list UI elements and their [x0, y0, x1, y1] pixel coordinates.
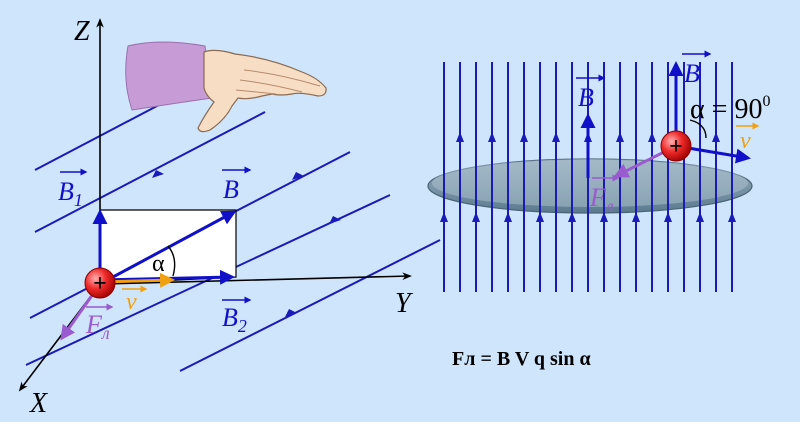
- b-label: B: [223, 175, 239, 204]
- y-axis: [99, 272, 412, 285]
- arrowhead: [472, 212, 480, 222]
- axis-label-x: X: [29, 388, 48, 419]
- field-line-arrowheads-left: [148, 100, 341, 317]
- b-top-label: B: [684, 59, 700, 88]
- arrowhead: [696, 212, 704, 222]
- axis-label-y: Y: [395, 288, 414, 319]
- arrowhead: [600, 212, 608, 222]
- alpha-label: α: [152, 251, 165, 277]
- arrowhead: [520, 132, 528, 142]
- right-angle-arc: [689, 119, 707, 139]
- arrowhead: [329, 216, 341, 224]
- arrowhead: [456, 132, 464, 142]
- charge-particle: [84, 267, 116, 299]
- right-diagram: + B B α = 900 v Fл: [427, 50, 770, 292]
- arrowhead: [728, 212, 736, 222]
- arrowhead: [616, 132, 624, 142]
- b-vector: [99, 210, 237, 286]
- arrowhead: [152, 170, 164, 178]
- b-mid-label: B: [578, 83, 594, 112]
- arrowhead: [552, 132, 560, 142]
- v-label: v: [126, 289, 137, 315]
- arrowhead: [488, 132, 496, 142]
- arrowhead: [536, 212, 544, 222]
- arrowhead: [504, 212, 512, 222]
- arrowhead: [648, 132, 656, 142]
- arrowhead: [664, 212, 672, 222]
- field-lines-right: [440, 62, 736, 292]
- f-label-right: Fл: [589, 183, 614, 216]
- charge-particle-right: [660, 130, 692, 162]
- arrowhead: [712, 132, 720, 142]
- left-hand-icon: [125, 41, 327, 133]
- b1-label: B1: [58, 177, 83, 210]
- angle-label: α = 900: [690, 93, 770, 125]
- axis-label-z: Z: [74, 16, 90, 47]
- v-label-right: v: [740, 128, 751, 154]
- arrowhead: [440, 212, 448, 222]
- field-line: [179, 239, 441, 372]
- left-diagram: + Z Y X B1 B B2 α v Fл: [18, 16, 441, 419]
- b2-label: B2: [222, 303, 247, 336]
- lorentz-formula: Fл = B V q sin α: [452, 348, 591, 370]
- arrowhead: [632, 212, 640, 222]
- field-line: [34, 111, 266, 233]
- arrowhead: [285, 309, 297, 317]
- arrowhead: [292, 172, 304, 180]
- charge-sign-right: +: [669, 134, 683, 160]
- f-label: Fл: [85, 310, 110, 343]
- arrowhead: [568, 212, 576, 222]
- charge-sign: +: [93, 271, 107, 297]
